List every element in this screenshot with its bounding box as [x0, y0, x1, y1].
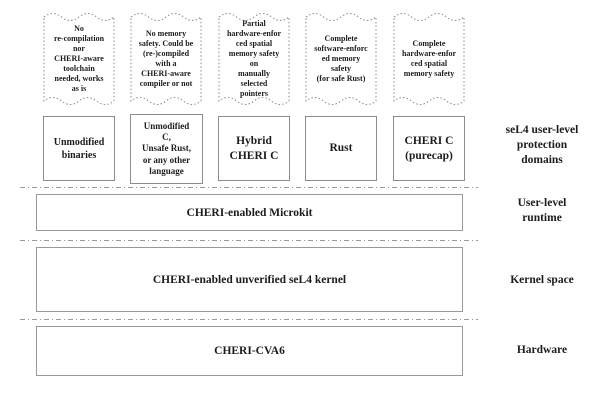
- annotation-text: Partial hardware-enfor ced spatial memor…: [226, 19, 282, 98]
- annotation-tape-4: Complete software-enforc ed memory safet…: [305, 9, 377, 109]
- wavy-tape-shape: [218, 13, 290, 105]
- annotation-tape-1: No re-compilation nor CHERI-aware toolch…: [43, 9, 115, 109]
- protection-domain-box-hybrid-cheri-c: Hybrid CHERI C: [218, 116, 290, 181]
- annotation-tape-2: No memory safety. Could be (re-)compiled…: [130, 9, 202, 109]
- protection-domain-box-cheri-c-purecap: CHERI C (purecap): [393, 116, 465, 181]
- kernel-layer-box: CHERI-enabled unverified seL4 kernel: [36, 247, 463, 312]
- protection-domain-box-unmodified-c: Unmodified C, Unsafe Rust, or any other …: [130, 114, 203, 184]
- wavy-tape-shape: [305, 13, 377, 105]
- wavy-tape-shape: [43, 13, 115, 105]
- side-label-hardware: Hardware: [516, 344, 568, 356]
- hardware-layer-box: CHERI-CVA6: [36, 326, 463, 376]
- annotation-tape-5: Complete hardware-enfor ced spatial memo…: [393, 9, 465, 109]
- annotation-text: Complete hardware-enfor ced spatial memo…: [401, 39, 457, 78]
- protection-domain-box-unmodified-binaries: Unmodified binaries: [43, 116, 115, 181]
- separator-user-level: [20, 187, 478, 188]
- separator-hardware: [20, 319, 478, 320]
- annotation-text: No re-compilation nor CHERI-aware toolch…: [53, 24, 105, 93]
- wavy-tape-shape: [130, 13, 202, 105]
- runtime-layer-box: CHERI-enabled Microkit: [36, 194, 463, 231]
- side-label-kernel-space: Kernel space: [510, 274, 574, 286]
- wavy-tape-shape: [393, 13, 465, 105]
- side-label-protection-domains: seL4 user-level protection domains: [505, 124, 579, 166]
- side-label-user-level-runtime: User-level runtime: [517, 197, 567, 224]
- annotation-text: No memory safety. Could be (re-)compiled…: [138, 29, 194, 88]
- protection-domain-box-rust: Rust: [305, 116, 377, 181]
- annotation-text: Complete software-enforc ed memory safet…: [314, 34, 368, 83]
- separator-kernel-space: [20, 240, 478, 241]
- annotation-tape-3: Partial hardware-enfor ced spatial memor…: [218, 9, 290, 109]
